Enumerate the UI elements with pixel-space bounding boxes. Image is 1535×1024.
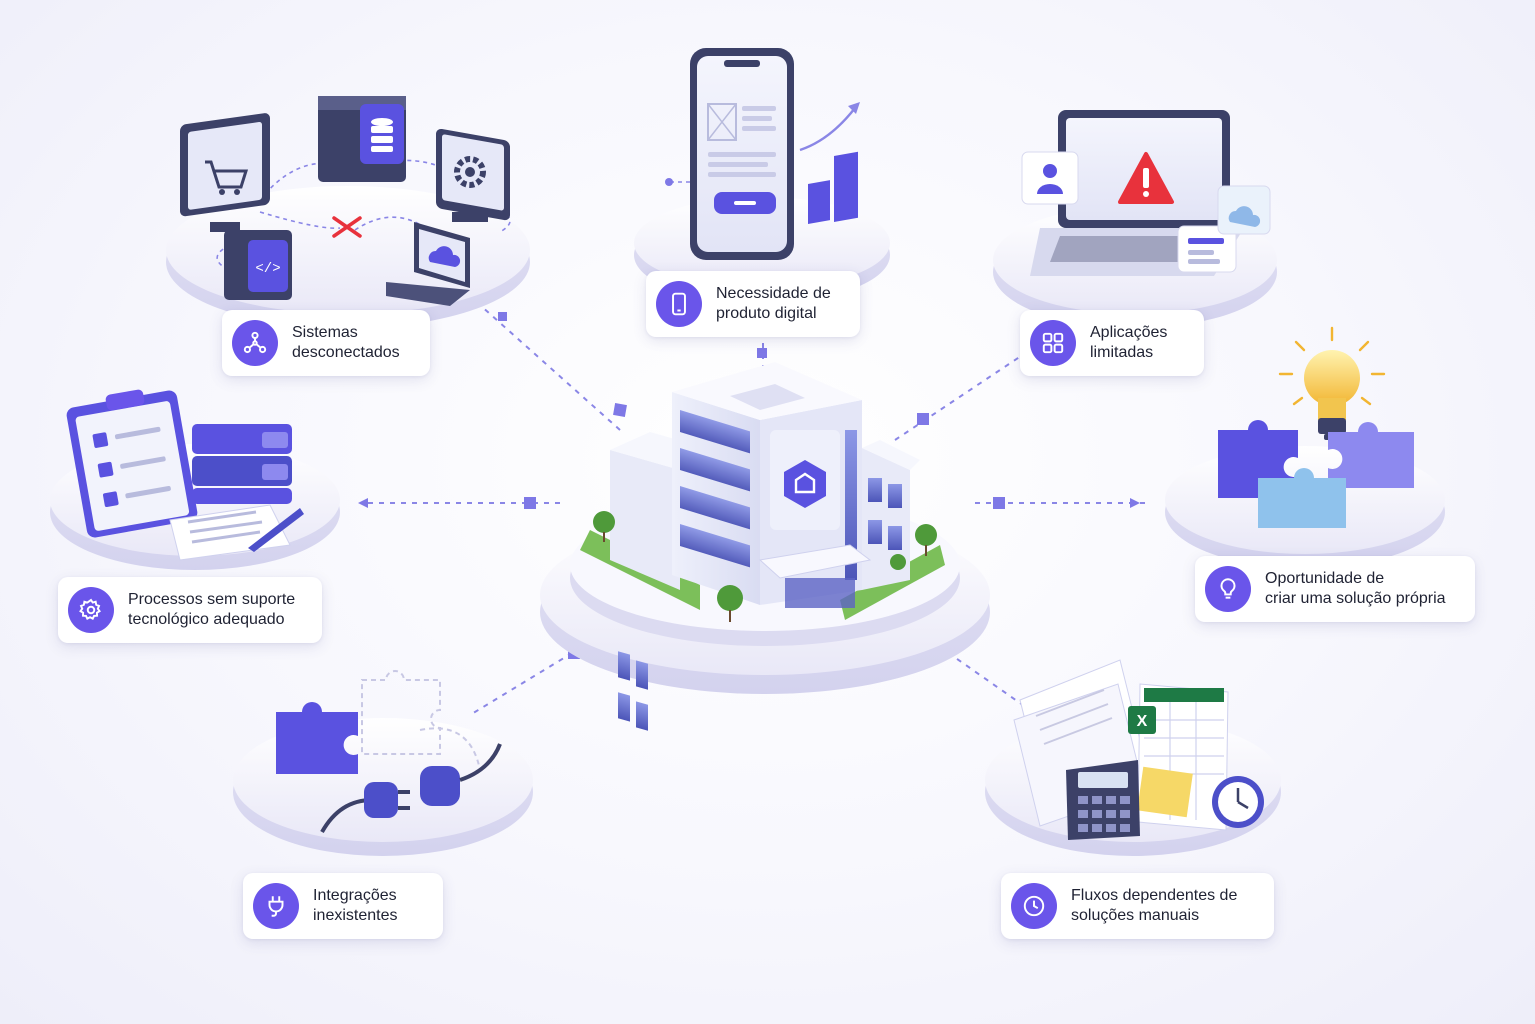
- list-card-icon: [1177, 225, 1237, 273]
- smartphone-icon: [656, 281, 702, 327]
- cloud-user-card-icon: [1217, 185, 1271, 235]
- spreadsheet-icon: X: [1128, 683, 1229, 831]
- limited-apps-illustration: [993, 110, 1277, 328]
- home-shield-icon: [784, 460, 826, 508]
- code-server-icon: </>: [224, 230, 292, 300]
- puzzle-outline-icon: [361, 670, 441, 755]
- network-nodes-icon: [232, 320, 278, 366]
- plug-connectors-icon: [320, 743, 502, 833]
- warning-icon: [1118, 152, 1174, 204]
- svg-text:X: X: [1137, 713, 1148, 730]
- connector-disconnected: [479, 304, 621, 431]
- calculator-icon: [1066, 760, 1140, 840]
- manual-flows-illustration: X: [985, 659, 1281, 856]
- processes-illustration: [50, 389, 340, 570]
- disconnected-systems-illustration: </>: [166, 96, 530, 328]
- digital-product-illustration: [634, 48, 890, 303]
- clock-icon: [1011, 883, 1057, 929]
- grid-icon: [1030, 320, 1076, 366]
- disconnect-x-icon: [332, 216, 362, 238]
- bar-chart-icon: [808, 151, 858, 224]
- puzzle-piece-icon: [276, 702, 358, 774]
- puzzle-pieces-icon: [1218, 420, 1414, 528]
- cloud-laptop-icon: [386, 222, 470, 306]
- svg-text:</>: </>: [255, 261, 280, 277]
- cart-monitor-icon: [180, 113, 270, 232]
- connector-integrations: [469, 629, 611, 716]
- folders-stack-icon: [192, 424, 292, 504]
- user-card-icon: [1021, 151, 1079, 205]
- document-pen-icon: [169, 504, 304, 561]
- integrations-illustration: [233, 670, 533, 856]
- lightbulb-icon: [1205, 566, 1251, 612]
- center-building-icon: [540, 362, 990, 731]
- gear-icon: [68, 587, 114, 633]
- database-server-icon: [318, 96, 406, 182]
- clipboard-checklist-icon: [66, 389, 198, 538]
- trend-arrow-icon: [799, 107, 856, 152]
- gear-monitor-icon: [436, 128, 510, 222]
- wall-clock-icon: [1212, 776, 1264, 828]
- plug-icon: [253, 883, 299, 929]
- connector-limited-apps: [894, 349, 1031, 441]
- connector-manual-flows: [929, 639, 1031, 711]
- sticky-note-icon: [1137, 766, 1193, 818]
- smartphone-mockup-icon: [690, 48, 794, 260]
- opportunity-illustration: [1165, 326, 1445, 568]
